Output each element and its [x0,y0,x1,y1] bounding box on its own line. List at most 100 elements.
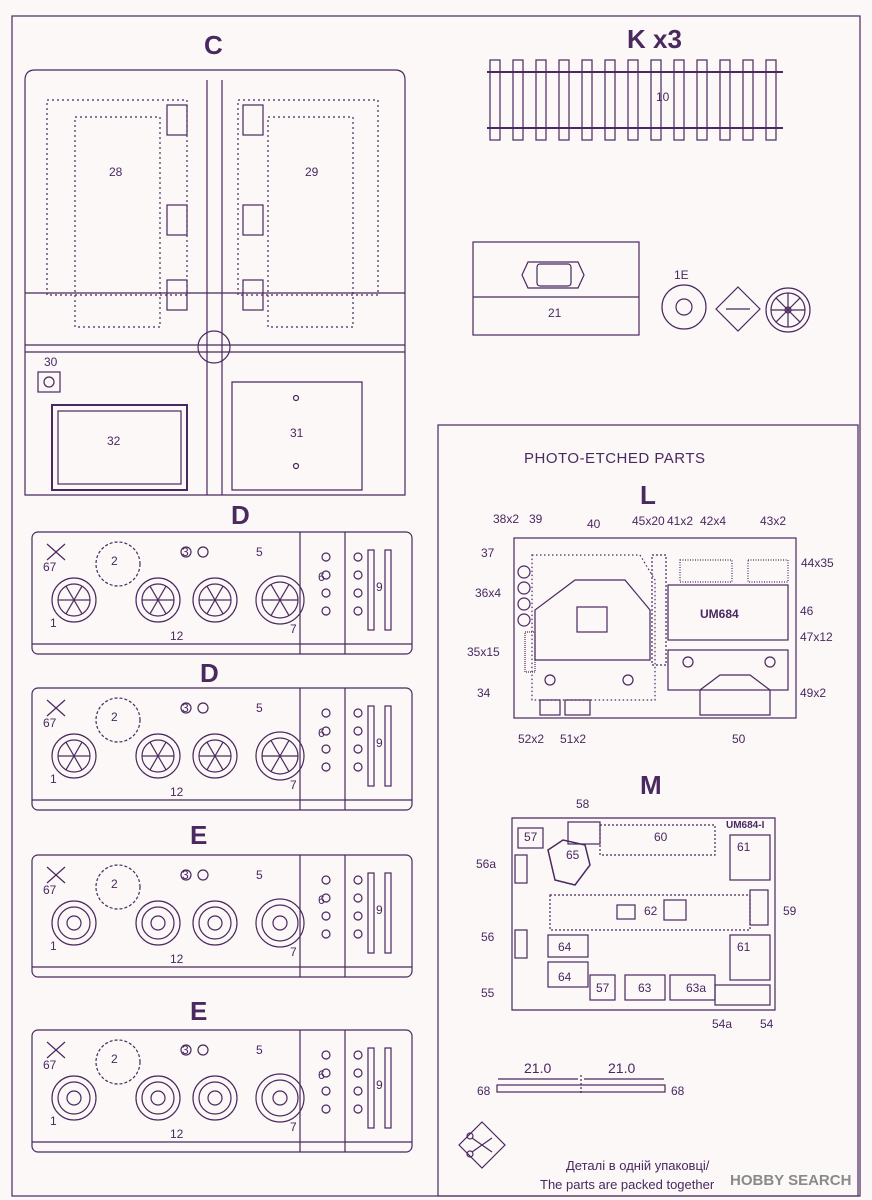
pe-m-callout: 57 [524,830,538,844]
scissors-icon [458,1121,506,1169]
part-9-label: 9 [376,580,383,594]
track-sleeper [696,59,708,141]
wire-part-right: 68 [671,1084,685,1098]
wire-68 [496,1075,666,1095]
part-5-label: 5 [256,545,263,559]
sprue-d1 [31,531,413,655]
part-1-label: 1 [50,616,57,630]
track-sleeper [650,59,662,141]
packing-note-ua: Деталі в одній упаковці/ [566,1158,710,1173]
sprue-e1-letter: E [190,820,208,850]
pe-m-callout: 65 [566,848,580,862]
track-sleeper [512,59,524,141]
road-wheel [192,733,238,779]
sprue-e2 [31,1029,413,1153]
part-9-label: 9 [376,1078,383,1092]
part-2-label: 2 [111,554,118,568]
pe-l-callout: 43x2 [760,514,787,528]
part-5-label: 5 [256,1043,263,1057]
road-wheel [255,1073,305,1123]
sprue-e2-letter: E [190,996,208,1026]
road-wheel [51,733,97,779]
part-5-label: 5 [256,868,263,882]
pe-m-callout: 57 [596,981,610,995]
road-wheel [135,1075,181,1121]
pe-l-callout: 39 [529,512,543,526]
pe-m-callout: 64 [558,970,572,984]
pe-m-callout: 59 [783,904,797,918]
road-wheel [192,1075,238,1121]
pe-l-callout: 42x4 [700,514,727,528]
pe-m-callout: 54 [760,1017,774,1031]
pe-l-callout: 38x2 [493,512,520,526]
pe-m-callout: 63 [638,981,652,995]
pe-m-callout: 54a [712,1017,733,1031]
part-28-label: 28 [109,165,123,179]
track-sleeper [673,59,685,141]
pe-m-callout: 62 [644,904,658,918]
part-6-label: 6 [318,570,325,584]
part-21-label: 21 [548,306,562,320]
part-5-label: 5 [256,701,263,715]
pe-m-callout: 61 [737,940,751,954]
pe-m-code: UM684-I [726,820,765,831]
pe-l-callout: 45x20 [632,514,665,528]
pe-l-callout: 47x12 [800,630,833,644]
decal-sheet [472,241,640,336]
road-wheel [255,731,305,781]
sprue-c-letter: C [204,30,223,60]
track-sleeper [742,59,754,141]
part-12-label: 12 [170,1127,184,1141]
pe-l-callout: 46 [800,604,814,618]
part-3-label: 3 [182,701,189,715]
wire-length-right: 21.0 [608,1060,636,1076]
part-7-label: 7 [290,778,297,792]
pe-l-callout: 51x2 [560,732,587,746]
pe-m-letter: M [640,770,662,800]
road-wheel [135,900,181,946]
road-wheel [135,733,181,779]
pe-title: PHOTO-ETCHED PARTS [524,450,706,467]
part-30-label: 30 [44,355,58,369]
track-sleeper [719,59,731,141]
part-3-label: 3 [182,545,189,559]
1e-parts [661,284,811,333]
part-1-label: 1 [50,772,57,786]
pe-m-callout: 55 [481,986,495,1000]
pe-l-callout: 49x2 [800,686,827,700]
watermark: HOBBY SEARCH [730,1172,852,1189]
sprue-d2-letter: D [200,658,219,688]
track-sleeper [604,59,616,141]
pe-l-callout: 34 [477,686,491,700]
pe-m-callout: 61 [737,840,751,854]
part-9-label: 9 [376,903,383,917]
part-31-label: 31 [290,426,304,440]
sprue-k-track [487,59,783,141]
road-wheel [192,900,238,946]
part-32-label: 32 [107,434,121,448]
part-7-label: 7 [290,622,297,636]
part-6-label: 6 [318,893,325,907]
sprue-d1-letter: D [231,500,250,530]
part-6-label: 6 [318,1068,325,1082]
part-12-label: 12 [170,952,184,966]
part-1e-label: 1E [674,268,689,282]
part-2-label: 2 [111,877,118,891]
pe-l-callout: 44x35 [801,556,834,570]
part-7-label: 7 [290,945,297,959]
pe-l-callout: 41x2 [667,514,694,528]
pe-l-callout: 35x15 [467,645,500,659]
pe-l-callout: 36x4 [475,586,502,600]
part-9-label: 9 [376,736,383,750]
part-6-label: 6 [318,726,325,740]
pe-m-callout: 60 [654,830,668,844]
part-2-label: 2 [111,1052,118,1066]
pe-m-callout: 58 [576,797,590,811]
pe-l-letter: L [640,480,656,510]
pe-m-callout: 56 [481,930,495,944]
packing-note-en: The parts are packed together [540,1177,715,1192]
road-wheel [255,575,305,625]
wheel-sprues [31,531,413,1153]
pe-fret-l [513,537,797,719]
track-sleeper [765,59,777,141]
